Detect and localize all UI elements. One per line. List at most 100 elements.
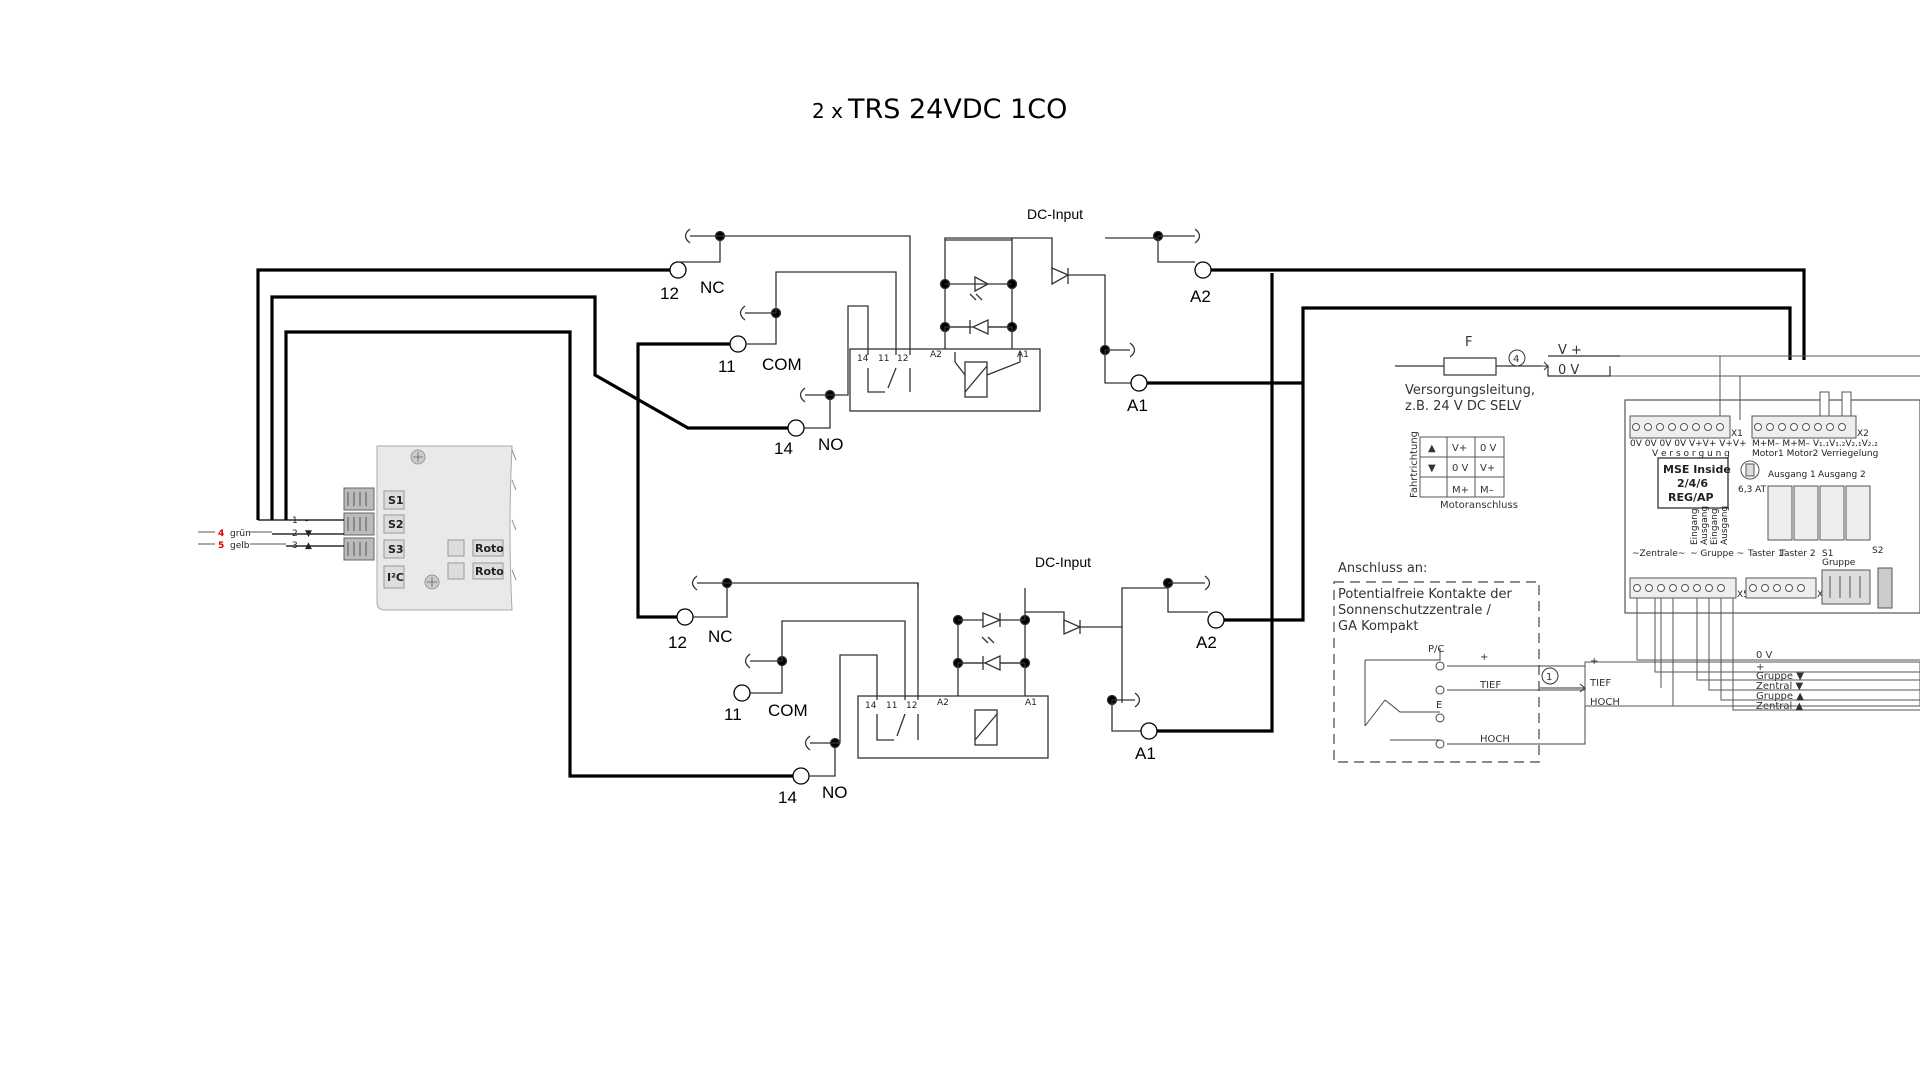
fuse xyxy=(1443,357,1497,376)
relay2-dc-input: DC-Input xyxy=(1035,554,1091,570)
hoch-contact: HOCH xyxy=(1480,734,1510,745)
x5-terminal xyxy=(1629,577,1737,599)
tief-plus: + xyxy=(1590,656,1598,667)
motor-module: S1 S2 S3 I²C Roto Roto 4 grün 5 gelb 1 -… xyxy=(198,445,517,611)
motor-labels: Motor1 Motor2 Verriegelung xyxy=(1752,449,1878,459)
terminal-block xyxy=(343,487,375,561)
pin-2: 2 xyxy=(292,529,298,539)
fuse-label: F xyxy=(1465,335,1472,350)
s3-label: S3 xyxy=(388,543,404,556)
wire-motor-relay1-no xyxy=(270,295,788,520)
x2-pins: M+M– M+M– V₁.₁V₁.₂V₂.₁V₂.₂ xyxy=(1752,439,1878,449)
gruppe-label: ~ Gruppe ~ xyxy=(1690,549,1744,559)
s3-button[interactable] xyxy=(383,539,405,559)
relay2-t14: 14 xyxy=(778,788,797,807)
relay1-t14: 14 xyxy=(774,439,793,458)
title-main: TRS 24VDC 1CO xyxy=(848,94,1068,125)
i2c-port xyxy=(383,565,405,589)
fahrtrichtung: Fahrtrichtung xyxy=(1409,431,1420,498)
x2-label: X2 xyxy=(1857,429,1869,439)
contact-box xyxy=(1333,581,1540,763)
s2-button[interactable] xyxy=(383,514,405,534)
io-label-1: Eingang xyxy=(1690,508,1700,545)
s1-gruppe: Gruppe xyxy=(1822,558,1856,568)
io-label-3: Eingang xyxy=(1710,508,1720,545)
io-labels: Eingang Ausgang Eingang Ausgang xyxy=(1690,506,1730,545)
relay2-t12: 12 xyxy=(668,633,687,652)
i2c-label: I²C xyxy=(387,571,404,584)
relay2-t11: 11 xyxy=(724,705,742,724)
relay-2-labels: DC-Input 12 NC 11 COM 14 NO A2 A1 14 11 … xyxy=(668,554,1217,807)
relay1-t12: 12 xyxy=(660,284,679,303)
wire-5-num: 5 xyxy=(218,541,224,551)
table-mplus: M+ xyxy=(1452,485,1469,496)
x1-pins: 0V 0V 0V 0V V+V+ V+V+ xyxy=(1630,439,1747,449)
anschluss: Anschluss an: xyxy=(1338,561,1427,576)
mse-line-3: REG/AP xyxy=(1668,491,1714,504)
wire-r1-a2-supply xyxy=(1210,268,1806,360)
controller: F 4 V + 0 V Versorgungsleitung, z.B. 24 … xyxy=(1333,335,1920,763)
relay-1 xyxy=(669,228,1212,437)
mse-line-2: 2/4/6 xyxy=(1677,477,1708,490)
circle-1: 1 xyxy=(1546,672,1552,683)
table-up: ▲ xyxy=(1428,443,1436,454)
ausgang-2: Ausgang 2 xyxy=(1818,470,1866,480)
pin-3: 3 xyxy=(292,541,298,551)
relay1-i12: 12 xyxy=(897,354,908,364)
ausgang-1: Ausgang 1 xyxy=(1768,470,1816,480)
table-v1: V+ xyxy=(1452,443,1467,454)
supply-line-1: Versorgungsleitung, xyxy=(1405,383,1535,398)
bus-zentral-down: Zentral ▼ xyxy=(1756,681,1803,692)
zentrale-label: ~Zentrale~ xyxy=(1632,549,1685,559)
relay-1-labels: DC-Input 12 NC 11 COM 14 NO A2 A1 14 11 … xyxy=(660,206,1211,458)
contacts-line-3: GA Kompakt xyxy=(1338,619,1418,634)
x5-label: X5 xyxy=(1737,590,1749,600)
relay1-dc-input: DC-Input xyxy=(1027,206,1083,222)
pin-1: 1 xyxy=(292,516,298,526)
s1-label: S1 xyxy=(388,494,404,507)
wire-r2-a2-supply xyxy=(1223,306,1792,622)
title-prefix: 2 x xyxy=(812,99,843,123)
wire-motor-relay1-nc xyxy=(256,268,674,520)
table-down: ▼ xyxy=(1428,463,1436,474)
relay1-nc: NC xyxy=(700,278,725,297)
e-label: E xyxy=(1436,700,1442,711)
wire-4-num: 4 xyxy=(218,529,224,539)
relay1-no: NO xyxy=(818,435,844,454)
relay1-inner-a2: A2 xyxy=(930,350,942,360)
x1-label: X1 xyxy=(1731,429,1743,439)
s1-switch: S1 xyxy=(1822,549,1833,559)
relay2-com: COM xyxy=(768,701,808,720)
supply-line-2: z.B. 24 V DC SELV xyxy=(1405,399,1521,414)
taster-2: Taster 2 xyxy=(1779,549,1816,559)
relay2-no: NO xyxy=(822,783,848,802)
bus-zentral-up: Zentral ▲ xyxy=(1756,701,1803,712)
circle-4: 4 xyxy=(1513,354,1519,365)
s2-switch: S2 xyxy=(1872,546,1883,556)
relay1-a2: A2 xyxy=(1190,287,1211,306)
dip-switch[interactable] xyxy=(1821,569,1871,605)
motoranschluss: Motoranschluss xyxy=(1440,500,1518,511)
mse-line-1: MSE Inside xyxy=(1663,463,1731,476)
v-plus: V + xyxy=(1558,343,1582,358)
fuse-63: 6,3 AT xyxy=(1738,485,1767,495)
relay2-i12: 12 xyxy=(906,701,917,711)
taster-1: Taster 1 xyxy=(1747,549,1784,559)
table-v4: V+ xyxy=(1480,463,1495,474)
s1-button[interactable] xyxy=(383,490,405,510)
bottom-plus: + xyxy=(1756,662,1764,673)
bus-gruppe-up: Gruppe ▲ xyxy=(1756,691,1804,702)
contacts-line-2: Sonnenschutzzentrale / xyxy=(1338,603,1491,618)
relay2-i14: 14 xyxy=(865,701,877,711)
table-v2: 0 V xyxy=(1480,443,1497,454)
relay1-a1: A1 xyxy=(1127,396,1148,415)
wire-com-link xyxy=(636,342,734,619)
contact-plus: + xyxy=(1480,652,1488,663)
io-label-2: Ausgang xyxy=(1700,506,1710,545)
versorgung-label: V e r s o r g u n g xyxy=(1652,449,1730,459)
relay1-inner-a1: A1 xyxy=(1017,350,1029,360)
roto-logo-2: Roto xyxy=(475,565,504,578)
relay2-i11: 11 xyxy=(886,701,897,711)
relay1-i14: 14 xyxy=(857,354,869,364)
